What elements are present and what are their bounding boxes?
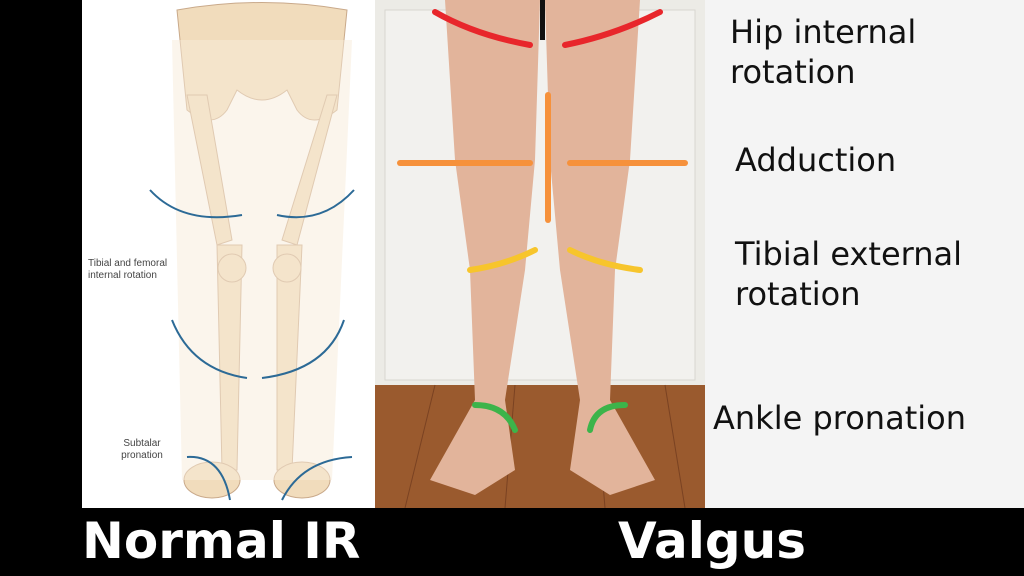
rotation-arrow-icon: [171, 319, 248, 379]
rotation-arrow-icon: [149, 189, 243, 219]
rotation-arrow-icon: [276, 189, 355, 219]
tibial-femoral-label: Tibial and femoral internal rotation: [88, 258, 168, 281]
term-tibial-external-rotation: Tibial external rotation: [735, 235, 962, 313]
term-adduction: Adduction: [735, 141, 897, 179]
caption-normal-ir: Normal IR: [82, 512, 361, 570]
term-ankle-pronation: Ankle pronation: [713, 399, 966, 437]
pronation-arrow-icon: [186, 455, 231, 501]
skeleton-drawing: [149, 2, 355, 501]
pronation-arrow-icon: [281, 456, 353, 501]
valgus-photo-drawing: [375, 0, 705, 509]
subtalar-label: Subtalar pronation: [121, 438, 163, 461]
caption-valgus: Valgus: [618, 512, 806, 570]
terms-panel: Hip internal rotation Adduction Tibial e…: [705, 0, 1024, 508]
term-hip-internal-rotation: Hip internal rotation: [730, 13, 917, 91]
leg-skeleton-illustration: Tibial and femoral internal rotation Sub…: [82, 0, 375, 508]
rotation-arrow-icon: [261, 319, 345, 379]
valgus-photo: [375, 0, 705, 509]
